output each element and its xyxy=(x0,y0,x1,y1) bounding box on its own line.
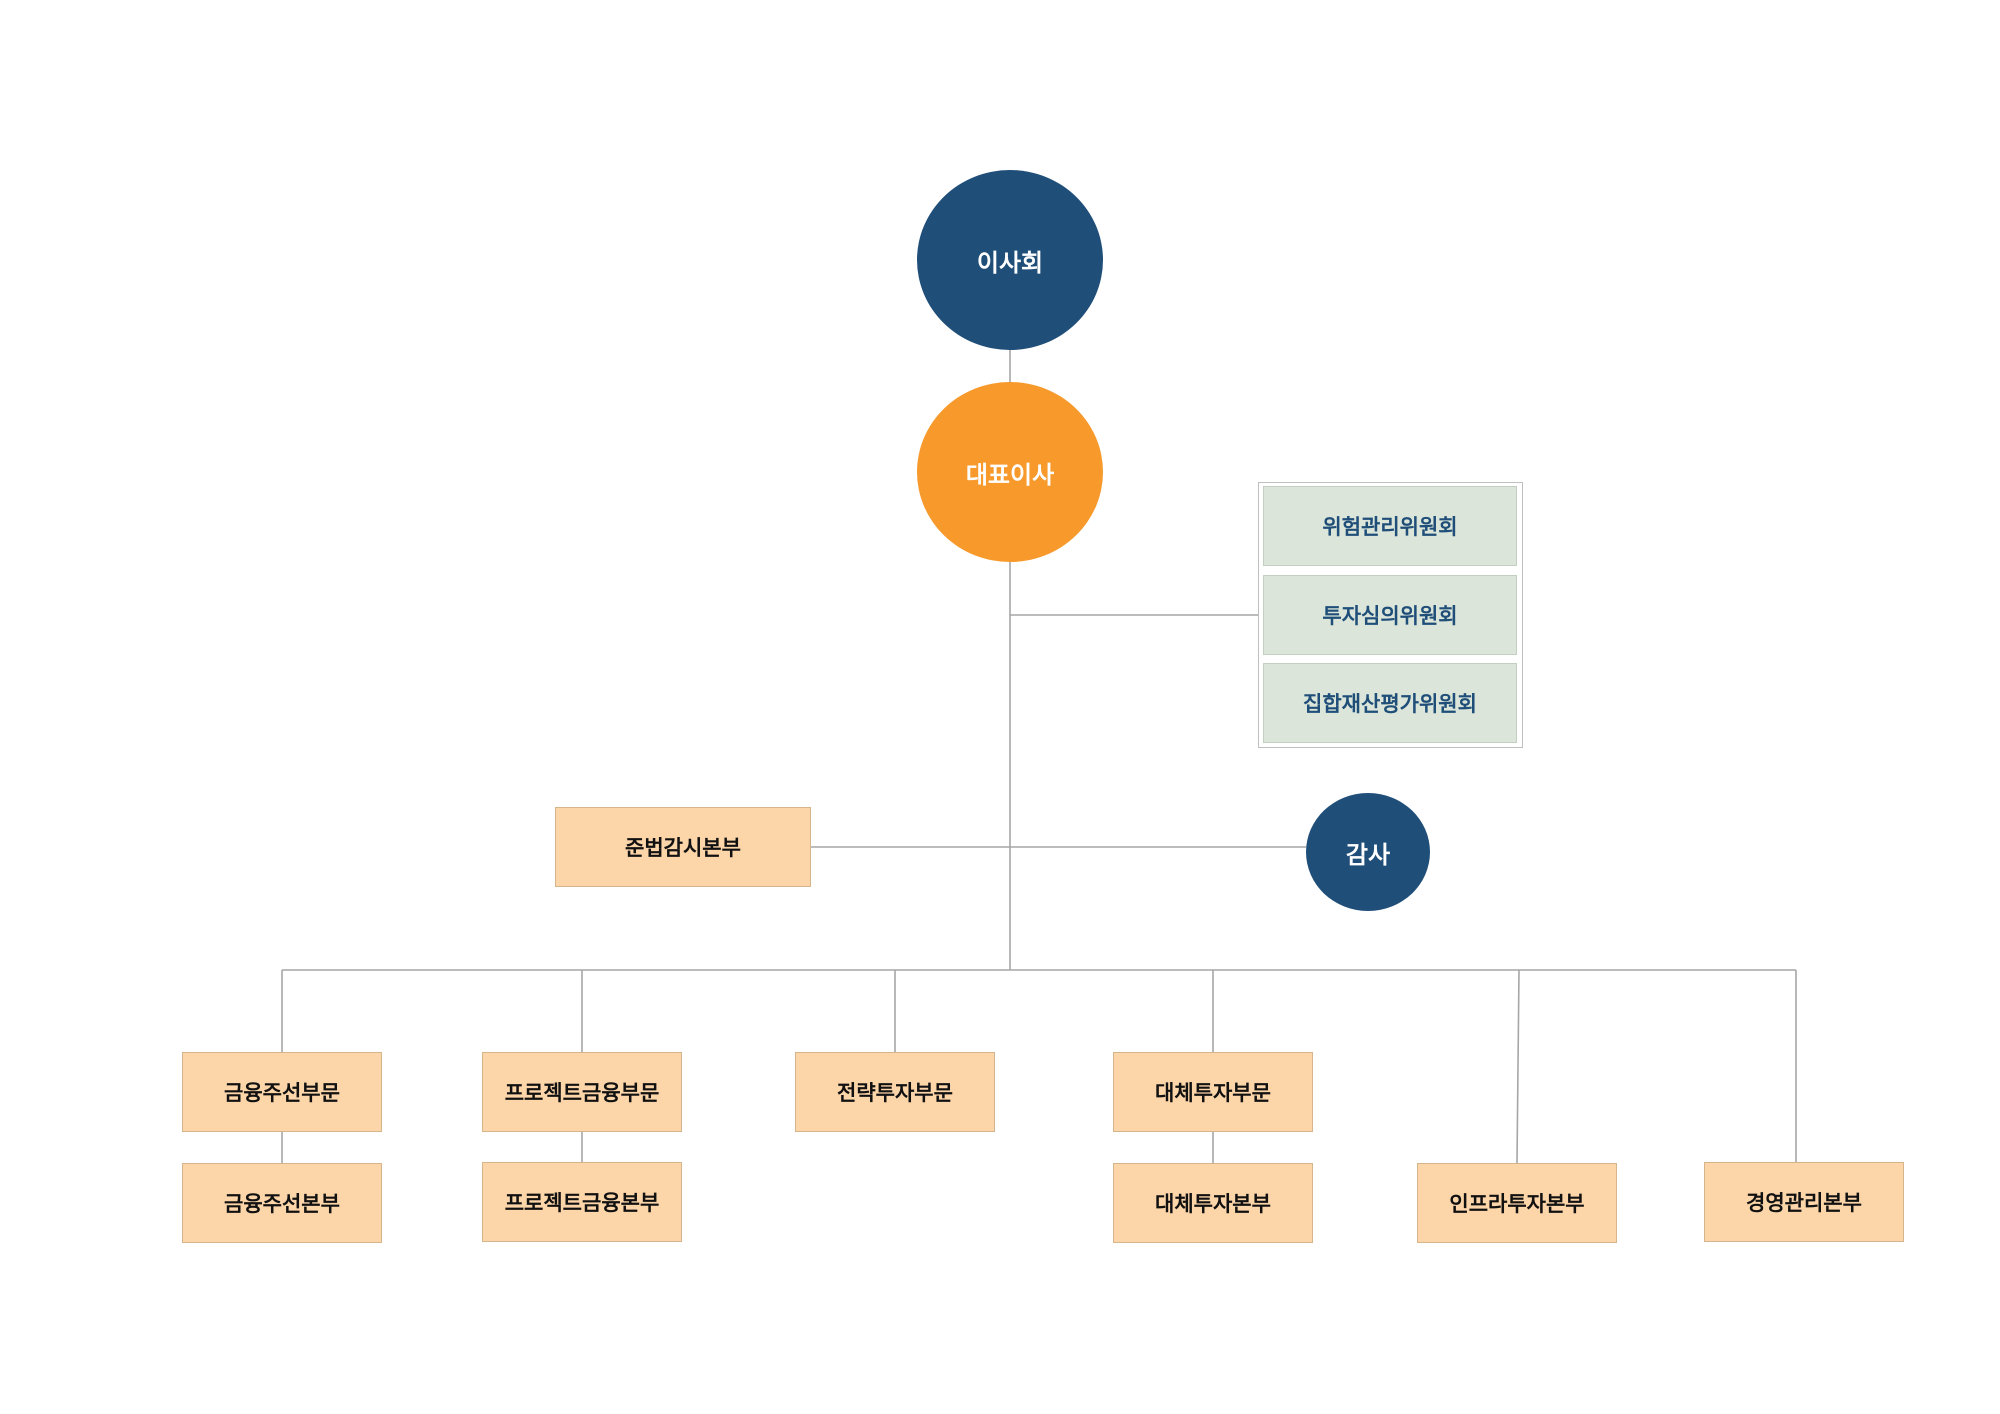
unit-finance-arrangement-hq: 금융주선본부 xyxy=(182,1163,382,1243)
division-project-finance: 프로젝트금융부문 xyxy=(482,1052,682,1132)
audit-label: 감사 xyxy=(1345,840,1391,869)
division-label: 프로젝트금융부문 xyxy=(504,1081,660,1105)
unit-project-finance-hq: 프로젝트금융본부 xyxy=(482,1162,682,1242)
unit-label: 대체투자본부 xyxy=(1155,1192,1271,1216)
committee-risk-management: 위험관리위원회 xyxy=(1263,486,1517,566)
division-strategic-investment: 전략투자부문 xyxy=(795,1052,995,1132)
unit-alternative-investment-hq: 대체투자본부 xyxy=(1113,1163,1313,1243)
division-alternative-investment: 대체투자부문 xyxy=(1113,1052,1313,1132)
compliance-label: 준법감시본부 xyxy=(625,836,741,860)
division-label: 대체투자부문 xyxy=(1155,1081,1271,1105)
division-label: 전략투자부문 xyxy=(837,1081,953,1105)
board-label: 이사회 xyxy=(976,248,1044,277)
division-finance-arrangement: 금융주선부문 xyxy=(182,1052,382,1132)
unit-label: 프로젝트금융본부 xyxy=(504,1191,660,1215)
audit-node: 감사 xyxy=(1306,793,1430,911)
committee-asset-valuation: 집합재산평가위원회 xyxy=(1263,663,1517,743)
connector-drop-5 xyxy=(1516,969,1520,1164)
ceo-node: 대표이사 xyxy=(917,382,1103,562)
board-node: 이사회 xyxy=(917,170,1103,350)
committee-label: 위험관리위원회 xyxy=(1322,515,1458,539)
committee-investment-review: 투자심의위원회 xyxy=(1263,575,1517,655)
unit-label: 금융주선본부 xyxy=(224,1192,340,1216)
unit-infrastructure-investment-hq: 인프라투자본부 xyxy=(1417,1163,1617,1243)
committee-group: 위험관리위원회 투자심의위원회 집합재산평가위원회 xyxy=(1258,482,1523,748)
division-label: 금융주선부문 xyxy=(224,1081,340,1105)
committee-label: 집합재산평가위원회 xyxy=(1303,692,1477,716)
unit-management-hq: 경영관리본부 xyxy=(1704,1162,1904,1242)
unit-label: 인프라투자본부 xyxy=(1449,1192,1585,1216)
compliance-node: 준법감시본부 xyxy=(555,807,811,887)
unit-label: 경영관리본부 xyxy=(1746,1191,1862,1215)
ceo-label: 대표이사 xyxy=(965,460,1055,489)
committee-label: 투자심의위원회 xyxy=(1322,604,1458,628)
